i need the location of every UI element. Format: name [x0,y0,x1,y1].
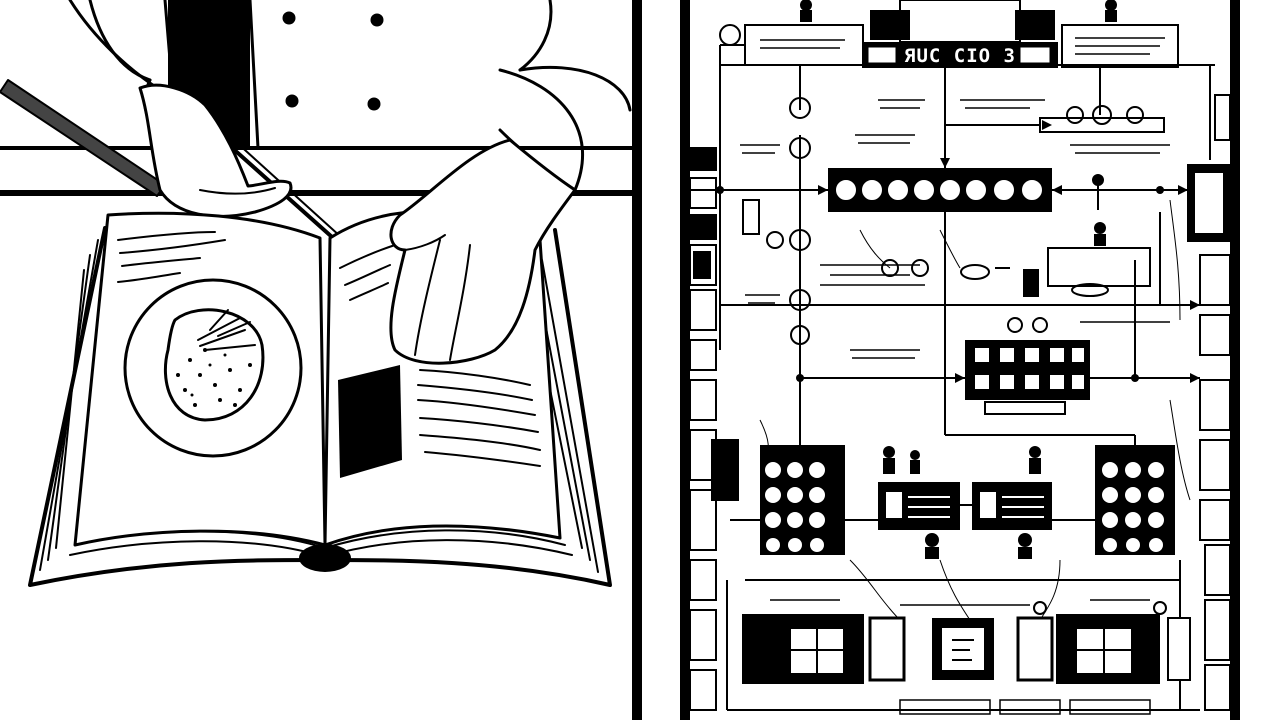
book-text-lines-left [117,231,226,283]
book-spine [299,544,351,572]
dish-texture [176,348,252,407]
right-burner-grid [1095,445,1175,555]
panel-gap [642,0,680,720]
left-column-units [689,147,739,711]
left-hand [138,83,293,218]
top-right-label-box [1061,24,1179,68]
kitchen-flow-diagram-panel: ЯUC CIO 3 [680,0,1280,720]
diagram-title-banner: ЯUC CIO 3 [862,0,1058,68]
label-scribbles [740,37,1170,606]
right-column-units [1187,94,1231,711]
middle-stations [878,482,1052,530]
bottom-ovens [742,601,1191,684]
right-hand [389,138,577,365]
jacket-button [282,11,296,25]
book-text-lines-right [339,244,541,467]
center-work-table [965,317,1090,415]
diagram-title: ЯUC CIO 3 [904,45,1016,67]
jacket-button [367,97,381,111]
flow-lines [690,44,1215,711]
equipment-icons-upper [742,97,1165,345]
jacket-button [285,94,299,108]
bottom-strip [899,699,1151,715]
book-image-block [338,365,402,478]
diagram-right-border [1230,0,1240,720]
dish-icon [163,308,265,422]
chef-jacket [68,0,632,192]
jacket-button [370,13,384,27]
left-burner-grid [760,445,845,555]
panel-divider [632,0,642,720]
wiring-lines [759,199,1191,621]
recipe-book [28,210,612,587]
prep-station-bar [828,168,1052,212]
dish-garnish [197,309,256,351]
staff-icons-middle [883,222,1106,559]
staff-icons-top [719,0,1117,46]
diagram-left-border [680,0,690,720]
chef-recipe-book-panel [0,0,642,720]
top-left-label-box [744,24,864,66]
